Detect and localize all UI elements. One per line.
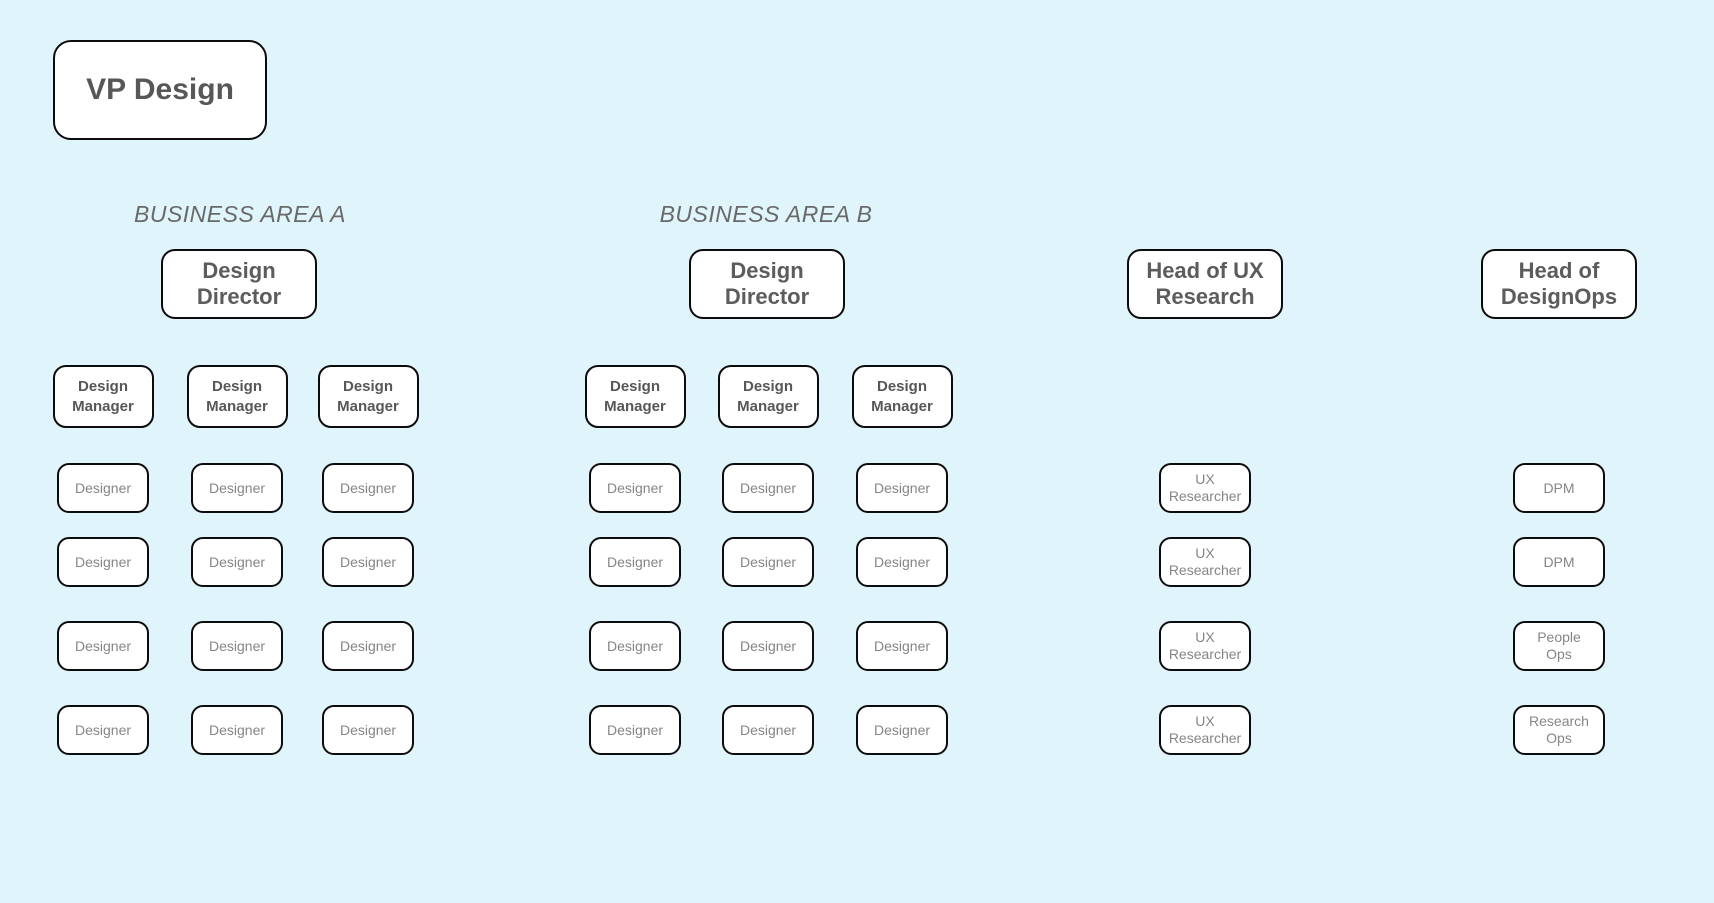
report-node[interactable]: Designer [191,537,283,587]
report-node[interactable]: Designer [57,463,149,513]
report-node[interactable]: Designer [57,621,149,671]
report-node[interactable]: Designer [856,705,948,755]
report-node[interactable]: Research Ops [1513,705,1605,755]
design-ops-head-node[interactable]: Head of DesignOps [1481,249,1637,319]
report-node[interactable]: Designer [722,537,814,587]
report-node[interactable]: DPM [1513,537,1605,587]
area-a-head-node[interactable]: Design Director [161,249,317,319]
report-node[interactable]: UX Researcher [1159,537,1251,587]
manager-node[interactable]: Design Manager [717,365,819,428]
report-node[interactable]: Designer [722,705,814,755]
report-node[interactable]: Designer [191,621,283,671]
report-node[interactable]: DPM [1513,463,1605,513]
section-heading-area-b: BUSINESS AREA B [659,201,873,227]
report-node[interactable]: UX Researcher [1159,705,1251,755]
report-node[interactable]: UX Researcher [1159,463,1251,513]
manager-node[interactable]: Design Manager [186,365,288,428]
ux-research-head-node[interactable]: Head of UX Research [1127,249,1283,319]
report-node[interactable]: Designer [191,463,283,513]
report-node[interactable]: Designer [57,537,149,587]
manager-node[interactable]: Design Manager [317,365,419,428]
manager-node[interactable]: Design Manager [851,365,953,428]
report-node[interactable]: People Ops [1513,621,1605,671]
vp-design-node[interactable]: VP Design [53,40,267,140]
report-node[interactable]: Designer [856,463,948,513]
report-node[interactable]: Designer [856,621,948,671]
report-node[interactable]: Designer [589,621,681,671]
report-node[interactable]: Designer [589,705,681,755]
report-node[interactable]: UX Researcher [1159,621,1251,671]
manager-node[interactable]: Design Manager [584,365,686,428]
report-node[interactable]: Designer [322,537,414,587]
section-heading-area-a: BUSINESS AREA A [133,201,347,227]
area-b-head-node[interactable]: Design Director [689,249,845,319]
report-node[interactable]: Designer [589,537,681,587]
report-node[interactable]: Designer [191,705,283,755]
report-node[interactable]: Designer [589,463,681,513]
report-node[interactable]: Designer [722,621,814,671]
report-node[interactable]: Designer [322,621,414,671]
report-node[interactable]: Designer [722,463,814,513]
report-node[interactable]: Designer [322,463,414,513]
manager-node[interactable]: Design Manager [52,365,154,428]
report-node[interactable]: Designer [57,705,149,755]
report-node[interactable]: Designer [856,537,948,587]
report-node[interactable]: Designer [322,705,414,755]
